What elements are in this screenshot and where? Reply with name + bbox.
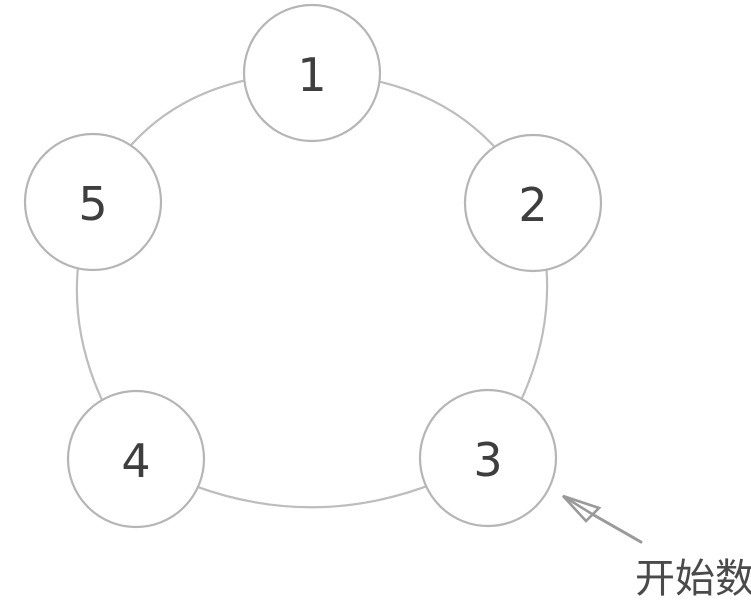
arrow-head-inner-line [562,494,593,516]
node-label-4: 4 [121,434,150,488]
node-circle-3[interactable] [418,388,558,528]
node-group-3[interactable]: 3 [418,388,558,528]
node-label-3: 3 [473,433,502,487]
node-group-4[interactable]: 4 [66,389,206,529]
node-circle-4[interactable] [66,389,206,529]
node-label-1: 1 [297,48,326,102]
node-label-2: 2 [518,178,547,232]
start-pointer-arrow [562,494,643,544]
start-annotation-label: 开始数 [635,556,751,602]
node-group-2[interactable]: 2 [463,133,603,273]
node-circle-2[interactable] [463,133,603,273]
arrow-head-icon [562,494,602,523]
arrow-shaft [590,512,643,544]
node-group-1[interactable]: 1 [242,3,382,143]
node-label-5: 5 [78,177,107,231]
node-circle-5[interactable] [23,132,163,272]
node-circle-1[interactable] [242,3,382,143]
node-group-5[interactable]: 5 [23,132,163,272]
